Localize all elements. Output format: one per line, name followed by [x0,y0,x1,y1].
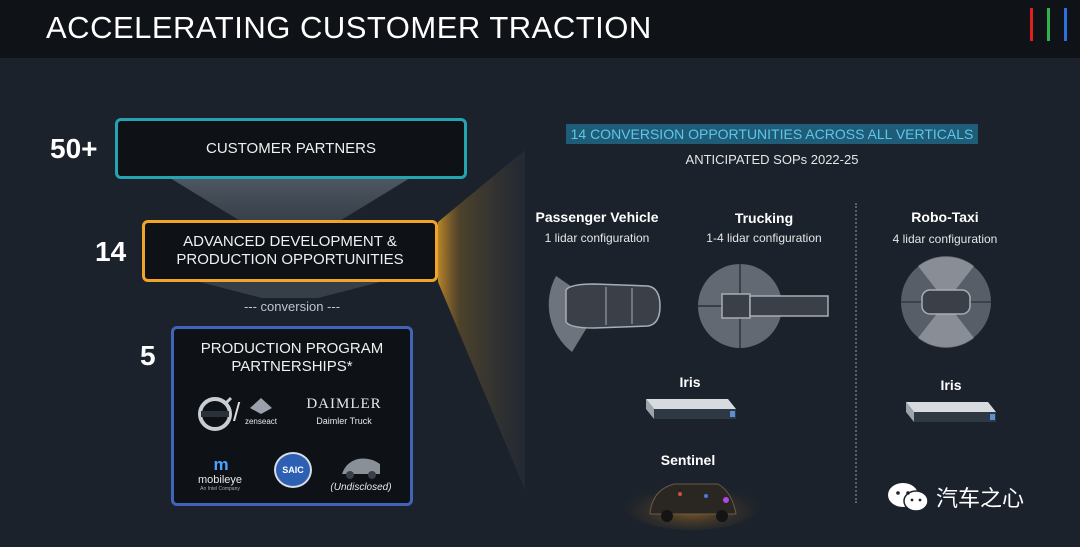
opportunities-headline-text: 14 CONVERSION OPPORTUNITIES ACROSS ALL V… [570,126,974,142]
tier2-label-line2: PRODUCTION OPPORTUNITIES [176,251,404,268]
passenger-vehicle-config: 1 lidar configuration [544,231,650,245]
passenger-vehicle-title: Passenger Vehicle [535,209,659,225]
wechat-icon [888,483,929,512]
iris-right-label: Iris [940,377,962,393]
wechat-watermark: 汽车之心 [886,480,1024,514]
customer-partners-box: CUSTOMER PARTNERS [115,118,467,179]
saic-logo-text: SAIC [282,465,304,475]
mobileye-icon: m [213,455,229,474]
undisclosed-label: (Undisclosed) [330,482,392,493]
volvo-logo [198,396,233,431]
tier1-label: CUSTOMER PARTNERS [205,139,377,157]
zenseact-logo [250,398,272,414]
trucking-config: 1-4 lidar configuration [706,231,822,245]
mobileye-label: mobileye [197,474,243,486]
opportunities-headline: 14 CONVERSION OPPORTUNITIES ACROSS ALL V… [566,124,978,144]
tier3-label: PRODUCTION PROGRAM PARTNERSHIPS* [201,340,384,376]
tier3-label-line2: PARTNERSHIPS* [231,358,353,375]
iris-sensor-right-image [906,402,996,422]
brand-bar-green [1047,8,1050,41]
daimler-sub-label: Daimler Truck [316,416,372,426]
iris-left-label: Iris [679,374,701,390]
robotaxi-diagram [901,256,991,348]
advanced-development-box: ADVANCED DEVELOPMENT & PRODUCTION OPPORT… [142,220,438,282]
passenger-vehicle-diagram [548,276,661,352]
saic-logo: SAIC [274,452,312,488]
trucking-diagram [698,264,829,348]
brand-bar-red [1030,8,1033,41]
funnel-upper [170,178,410,222]
iris-sensor-left-image [646,399,736,419]
funnel-lower [200,282,380,298]
zenseact-label: zenseact [244,417,278,426]
watermark-text: 汽车之心 [936,487,1025,512]
tier2-label-line1: ADVANCED DEVELOPMENT & [183,233,397,250]
brand-bar-blue [1064,8,1067,41]
undisclosed-car-icon [342,458,380,479]
tier2-number: 14 [95,236,127,267]
tier1-number: 50+ [50,133,98,164]
robotaxi-config: 4 lidar configuration [892,232,998,246]
opportunities-subhead: ANTICIPATED SOPs 2022-25 [685,152,859,167]
sentinel-label: Sentinel [660,452,716,468]
trucking-title: Trucking [734,210,794,226]
daimler-logo: DAIMLER [306,396,382,412]
sentinel-vehicle-image [624,482,760,530]
logo-divider: / [233,397,241,427]
mobileye-sub-label: An Intel Company [200,486,240,492]
conversion-label: --- conversion --- [243,299,341,314]
fan-projection [438,150,525,490]
tier3-label-line1: PRODUCTION PROGRAM [200,340,384,357]
vertical-divider [855,203,857,503]
tier3-number: 5 [140,340,156,371]
robotaxi-title: Robo-Taxi [911,209,979,225]
page-title: ACCELERATING CUSTOMER TRACTION [46,10,652,45]
header-bar [0,0,1080,58]
